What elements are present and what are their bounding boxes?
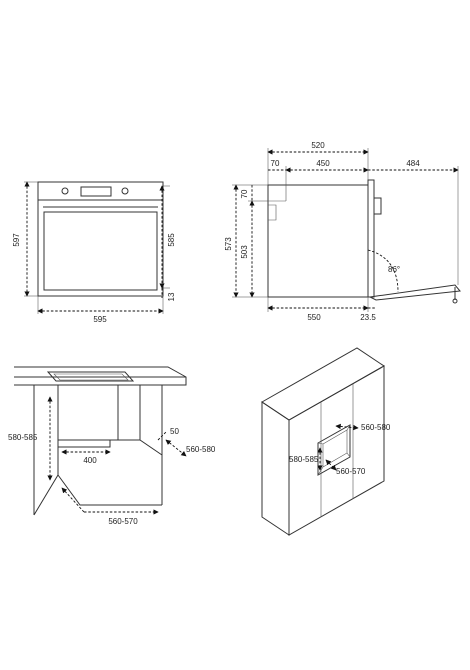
base-depth-label: 550 [307, 313, 321, 322]
hob-cutout [46, 371, 135, 382]
front-height-label: 597 [12, 233, 21, 247]
uc-width-label: 560-570 [108, 517, 138, 526]
uc-depth-label: 560-580 [186, 445, 216, 454]
handle-knob-icon [452, 298, 458, 304]
column-top [261, 347, 385, 421]
column-front-face [288, 365, 385, 536]
oven-door-window [43, 211, 158, 291]
uc-rear-gap-dimension [157, 431, 167, 441]
column-installation: 560-580 580-585 560-570 [261, 347, 391, 536]
uc-height-label: 580-585 [8, 433, 38, 442]
col-depth-dimension [335, 423, 359, 431]
col-height-label: 580-585 [289, 455, 319, 464]
vent-opening [57, 440, 111, 448]
uc-width-dimension [61, 487, 85, 513]
col-depth-label: 560-580 [361, 423, 391, 432]
under-counter-installation: 580-585 50 400 560-580 560-570 [8, 366, 216, 526]
inner-height-label: 503 [240, 245, 249, 259]
bottom-gap-label: 13 [167, 292, 176, 301]
column-left-side [261, 401, 290, 536]
side-view: 520 450 70 484 70 573 503 86° 550 23 [224, 141, 461, 322]
oven-front-outline [37, 181, 164, 297]
handle-side [374, 197, 382, 215]
opened-door [368, 284, 461, 301]
uc-rear-gap-label: 50 [170, 427, 179, 436]
front-view: 595 597 585 13 [12, 181, 176, 324]
oven-display [80, 186, 112, 197]
rear-vent [268, 204, 277, 221]
col-width-dimension [325, 459, 337, 471]
door-open-label: 484 [406, 159, 420, 168]
uc-depth-dimension [165, 439, 187, 457]
angle-arc [367, 249, 399, 293]
countertop [14, 366, 187, 386]
angle-label: 86° [388, 265, 400, 274]
front-offset-label: 70 [271, 159, 280, 168]
depth-body-label: 450 [316, 159, 330, 168]
cabinet-base [58, 439, 163, 456]
top-offset-label: 70 [240, 189, 249, 198]
oven-side-body [267, 184, 369, 298]
door-thickness-label: 23.5 [360, 313, 376, 322]
col-width-label: 560-570 [336, 467, 366, 476]
depth-total-label: 520 [311, 141, 325, 150]
uc-vent-width-label: 400 [83, 456, 97, 465]
left-knob-icon [61, 187, 69, 195]
cabinet-floor [57, 474, 162, 506]
right-knob-icon [121, 187, 129, 195]
oven-door-side [367, 179, 375, 298]
body-height-label: 585 [167, 233, 176, 247]
side-height-label: 573 [224, 237, 233, 251]
front-width-label: 595 [93, 315, 107, 324]
